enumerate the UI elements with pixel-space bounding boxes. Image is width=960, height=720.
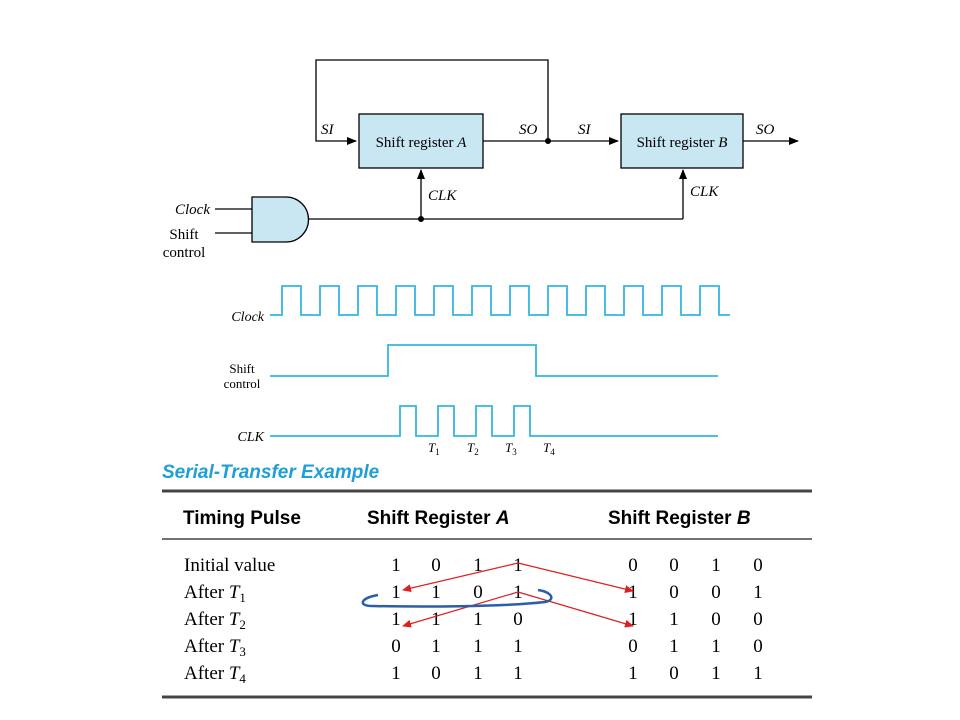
register-b-bit: 0 (669, 555, 679, 576)
register-b-bit: 0 (669, 663, 679, 684)
register-b-bit: 1 (669, 636, 679, 657)
clk-a-label: CLK (428, 188, 457, 204)
register-b-bit: 1 (628, 609, 638, 630)
timing-clock-label: Clock (231, 310, 264, 325)
register-a-loop-ellipse (361, 588, 553, 608)
row-label: After T1 (184, 582, 246, 605)
register-a-bit: 1 (431, 636, 441, 657)
junction-dot-so (545, 138, 551, 144)
pulse-label-t3: T3 (505, 440, 517, 457)
table-row: Initial value 1 0 1 1 0 0 1 0 (184, 555, 763, 576)
shift-input-label-line1: Shift (169, 227, 199, 243)
pulse-label-t1: T1 (428, 440, 440, 457)
register-a-bit: 0 (391, 636, 401, 657)
shift-register-a-box (358, 113, 484, 169)
register-b-bit: 1 (628, 663, 638, 684)
register-a-bit: 0 (431, 663, 441, 684)
register-b-bit: 0 (711, 609, 721, 630)
timing-shift-label-line1: Shift (229, 361, 255, 376)
arrow-a-msb-shift-2 (402, 591, 519, 628)
header-timing-pulse: Timing Pulse (183, 508, 301, 529)
register-a-bit: 1 (513, 636, 523, 657)
register-a-bit: 1 (473, 555, 483, 576)
register-a-bit: 0 (431, 555, 441, 576)
timing-clk-label: CLK (238, 430, 265, 445)
row-label: After T2 (184, 609, 246, 632)
clk-b-label: CLK (690, 184, 719, 200)
arrow-a-to-b (517, 562, 634, 593)
shift-annotation (361, 562, 634, 628)
row-label: After T3 (184, 636, 246, 659)
clock-input-label: Clock (175, 202, 210, 218)
and-gate (251, 196, 310, 243)
register-a-bit: 1 (513, 663, 523, 684)
register-a-bit: 1 (431, 609, 441, 630)
so-a-label: SO (519, 122, 538, 138)
table-title: Serial-Transfer Example (162, 462, 380, 483)
table-row: After T4 1 0 1 1 1 0 1 1 (184, 663, 763, 686)
register-b-bit: 0 (628, 636, 638, 657)
serial-transfer-table: Serial-Transfer Example Timing Pulse Shi… (162, 462, 812, 699)
header-shift-register-b: Shift Register B (608, 508, 751, 529)
arrow-a-to-b-2 (517, 591, 634, 628)
register-b-bit: 1 (753, 582, 763, 603)
so-b-label: SO (756, 122, 775, 138)
register-a-bit: 1 (473, 663, 483, 684)
register-b-bit: 0 (628, 555, 638, 576)
register-b-bit: 1 (711, 636, 721, 657)
register-a-bit: 0 (473, 582, 483, 603)
register-a-bit: 1 (431, 582, 441, 603)
clock-waveform (270, 285, 730, 316)
pulse-label-t2: T2 (467, 440, 479, 457)
register-a-bit: 1 (473, 609, 483, 630)
register-b-bit: 1 (711, 555, 721, 576)
shift-register-b-box (620, 113, 744, 169)
register-b-bit: 0 (669, 582, 679, 603)
register-b-bit: 1 (711, 663, 721, 684)
pulse-label-t4: T4 (543, 440, 555, 457)
register-b-bit: 0 (753, 609, 763, 630)
register-a-bit: 1 (391, 582, 401, 603)
junction-dot-clk (418, 216, 424, 222)
si-b-label: SI (578, 122, 592, 138)
clk-waveform (270, 405, 718, 437)
register-b-bit: 0 (753, 636, 763, 657)
register-a-bit: 1 (391, 663, 401, 684)
table-row: After T3 0 1 1 1 0 1 1 0 (184, 636, 763, 659)
register-a-bit: 1 (513, 555, 523, 576)
register-b-bit: 1 (753, 663, 763, 684)
shift-input-label-line2: control (163, 245, 206, 261)
register-b-bit: 1 (628, 582, 638, 603)
register-a-bit: 0 (513, 609, 523, 630)
table-row: After T2 1 1 1 0 1 1 0 0 (184, 609, 763, 632)
register-b-bit: 1 (669, 609, 679, 630)
header-shift-register-a: Shift Register A (367, 508, 510, 529)
arrow-a-msb-shift (402, 562, 519, 593)
row-label: After T4 (184, 663, 246, 686)
timing-shift-label-line2: control (224, 376, 261, 391)
block-diagram: Shift register A Shift register B SI SO … (163, 59, 799, 261)
si-a-label: SI (321, 122, 335, 138)
timing-diagram: Clock Shift control CLK T1 T2 T3 T4 (224, 285, 730, 457)
row-label: Initial value (184, 555, 275, 576)
feedback-wire (315, 59, 549, 145)
register-a-bit: 1 (391, 609, 401, 630)
shift-register-b-label: Shift register B (637, 135, 728, 151)
shift-register-a-label: Shift register A (376, 135, 468, 151)
register-b-bit: 0 (753, 555, 763, 576)
shift-control-waveform (270, 344, 718, 377)
register-a-bit: 1 (391, 555, 401, 576)
register-a-bit: 1 (473, 636, 483, 657)
register-b-bit: 0 (711, 582, 721, 603)
